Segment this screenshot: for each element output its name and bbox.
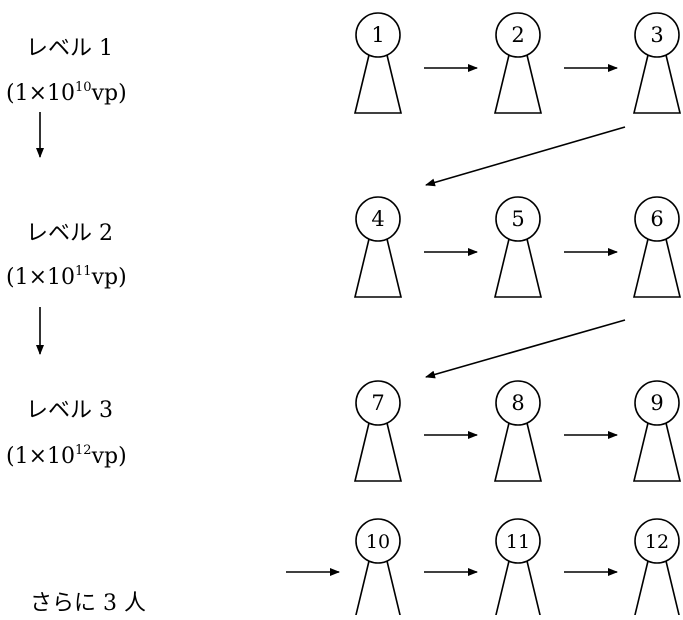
subject-head (355, 196, 401, 242)
subject-number: 2 (511, 23, 524, 47)
subject-head (355, 518, 401, 564)
level-3-dose: (1×1012vp) (6, 443, 127, 469)
subject-body (493, 560, 543, 620)
subject-head (495, 380, 541, 426)
subject-head (634, 380, 680, 426)
level-1-dose: (1×1010vp) (6, 80, 127, 106)
level-3-name: レベル 3 (26, 398, 113, 423)
level-1-label: レベル 1 (1×1010vp) (6, 36, 127, 106)
subject-number: 11 (506, 531, 530, 553)
row-wrap-arrow-1 (425, 126, 626, 187)
subject-number: 9 (650, 391, 663, 415)
level-2-dose: (1×1011vp) (6, 264, 127, 290)
additional-subjects-label: さらに 3 人 (30, 591, 146, 615)
subject-head (355, 380, 401, 426)
subject-body (632, 238, 682, 298)
subject-head (355, 12, 401, 58)
subject-head (495, 12, 541, 58)
subject-number: 3 (650, 23, 663, 47)
row-wrap-arrow-2 (425, 319, 626, 379)
subject-body (353, 560, 403, 620)
subject-figure-9: 9 (632, 380, 682, 482)
subject-number: 6 (650, 207, 663, 231)
subject-body (353, 238, 403, 298)
subject-number: 4 (371, 207, 384, 231)
subject-body (493, 422, 543, 482)
subject-number: 5 (511, 207, 524, 231)
subject-number: 7 (371, 391, 384, 415)
subject-figure-2: 2 (493, 12, 543, 114)
subject-head (634, 518, 680, 564)
level-2-name: レベル 2 (26, 221, 113, 246)
subject-number: 10 (366, 531, 390, 553)
subject-number: 1 (371, 23, 384, 47)
subject-figure-1: 1 (353, 12, 403, 114)
subject-body (632, 560, 682, 620)
subject-head (634, 12, 680, 58)
level-3-label: レベル 3 (1×1012vp) (6, 398, 127, 469)
subject-figure-7: 7 (353, 380, 403, 482)
subject-body (353, 422, 403, 482)
subject-head (495, 518, 541, 564)
subject-figure-10: 10 (353, 518, 403, 620)
subject-body (632, 422, 682, 482)
subject-body (493, 238, 543, 298)
subject-figure-5: 5 (493, 196, 543, 298)
subject-figure-4: 4 (353, 196, 403, 298)
subject-figure-6: 6 (632, 196, 682, 298)
level-2-label: レベル 2 (1×1011vp) (6, 221, 127, 290)
subject-figure-3: 3 (632, 12, 682, 114)
subject-number: 8 (511, 391, 524, 415)
subject-figure-11: 11 (493, 518, 543, 620)
subject-head (634, 196, 680, 242)
subject-body (632, 54, 682, 114)
subject-body (353, 54, 403, 114)
level-1-name: レベル 1 (26, 36, 113, 61)
subject-head (495, 196, 541, 242)
subject-body (493, 54, 543, 114)
row-arrows (286, 64, 618, 576)
subject-number: 12 (645, 531, 669, 553)
subject-figure-8: 8 (493, 380, 543, 482)
subject-figure-12: 12 (632, 518, 682, 620)
